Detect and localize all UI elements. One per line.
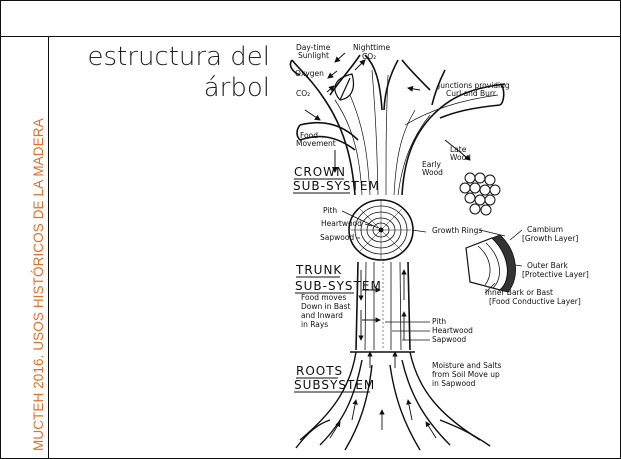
curl-burr-label: Curl and Burr [446, 89, 497, 98]
slide-title: estructura del árbol [60, 42, 270, 104]
sapwood-label-bottom: Sapwood [432, 335, 466, 344]
junctions-label: Junctions providing [437, 81, 510, 90]
trunk-body [355, 261, 411, 351]
pith-label-top: Pith [323, 206, 337, 215]
trunk-subtitle: SUB-SYSTEM [295, 279, 382, 293]
late-wood-label-1: Late [450, 145, 467, 154]
header-band [1, 1, 620, 37]
nighttime-label: Nighttime [353, 43, 390, 52]
sidebar-band [1, 37, 49, 458]
food-moves-label-1: Food moves [301, 293, 346, 302]
sapwood-label-top: Sapwood [320, 233, 354, 242]
food-label: Food [300, 131, 318, 140]
nighttime-co2-label: CO₂ [362, 52, 376, 61]
title-line-1: estructura del [87, 42, 270, 72]
title-line-2: árbol [203, 73, 270, 103]
movement-label: Movement [296, 139, 336, 148]
oxygen-label: Oxygen [295, 69, 324, 78]
cambium-label: Cambium [527, 225, 563, 234]
cambium-sub-label: [Growth Layer] [522, 234, 578, 243]
moisture-label-1: Moisture and Salts [432, 361, 502, 370]
early-wood-label-2: Wood [422, 168, 443, 177]
trunk-title: TRUNK [295, 263, 342, 277]
roots-system [295, 351, 491, 451]
crown-subtitle: SUB-SYSTEM [293, 179, 380, 193]
daytime-label: Day-time [296, 43, 331, 52]
growth-rings-label: Growth Rings [432, 226, 482, 235]
heartwood-label-top: Heartwood [321, 219, 362, 228]
roots-subtitle: SUBSYSTEM [294, 378, 375, 392]
trunk-cross-section [348, 199, 414, 261]
early-wood-label-1: Early [422, 160, 442, 169]
crown-branches [289, 54, 506, 196]
outer-bark-sub-label: [Protective Layer] [522, 270, 589, 279]
pith-label-bottom: Pith [432, 317, 446, 326]
food-moves-label-3: and Inward [301, 311, 343, 320]
co2-label: CO₂ [296, 89, 310, 98]
food-moves-label-4: in Rays [301, 320, 328, 329]
inner-bark-label: Inner Bark or Bast [485, 288, 553, 297]
roots-title: ROOTS [296, 364, 343, 378]
inner-bark-sub-label: [Food Conductive Layer] [489, 297, 581, 306]
wood-cells-cluster [459, 172, 501, 216]
bark-wedge [465, 234, 516, 293]
food-moves-label-2: Down in Bast [301, 302, 351, 311]
crown-title: CROWN [294, 165, 346, 179]
leaf-icon [334, 73, 355, 101]
heartwood-label-bottom: Heartwood [432, 326, 473, 335]
moisture-label-3: in Sapwood [432, 379, 476, 388]
sunlight-label: Sunlight [298, 51, 329, 60]
moisture-label-2: from Soil Move up [432, 370, 500, 379]
outer-bark-label: Outer Bark [527, 261, 569, 270]
late-wood-label-2: Wood [450, 153, 471, 162]
crown-grain-lines [334, 69, 499, 196]
